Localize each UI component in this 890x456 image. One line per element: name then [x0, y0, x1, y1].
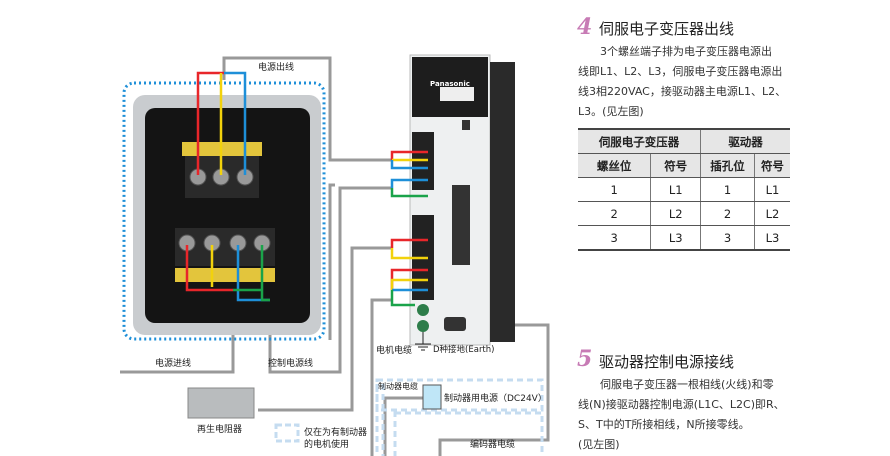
section5-paragraph: 伺服电子变压器一根相线(火线)和零 线(N)接驱动器控制电源(L1C、L2C)即…	[578, 375, 793, 455]
cell: L1	[650, 177, 701, 202]
text-line: 线3相220VAC，接驱动器主电源L1、L2、	[578, 85, 787, 98]
text-line: (见左图)	[578, 438, 620, 451]
cell: 3	[578, 225, 651, 251]
ground-icon	[415, 332, 431, 351]
transformer-dotted-box	[122, 81, 326, 341]
label-motor-cable: 电机电缆	[376, 346, 413, 356]
text-line: 线即L1、L2、L3，伺服电子变压器电源出	[578, 65, 783, 78]
label-regen-resistor: 再生电阻器	[197, 425, 243, 435]
text-line: L3。(见左图)	[578, 105, 644, 118]
column-header: 插孔位	[700, 153, 755, 178]
encoder-cable	[438, 323, 550, 456]
label-brake-cable: 制动器电缆	[378, 382, 418, 391]
regen-cable	[258, 246, 392, 412]
cell: 2	[700, 201, 755, 226]
cell: L1	[753, 177, 790, 202]
section4-number: 4	[577, 14, 593, 40]
section5-title: 驱动器控制电源接线	[599, 353, 735, 371]
column-header: 符号	[753, 153, 790, 178]
cell: 1	[700, 177, 755, 202]
cell: 1	[578, 177, 651, 202]
cable-to-xa2	[328, 183, 335, 340]
label-note-line1: 仅在为有制动器	[304, 428, 368, 438]
cell: 3	[700, 225, 755, 251]
cell: L2	[753, 201, 790, 226]
text-line: 伺服电子变压器一根相线(火线)和零	[600, 378, 774, 391]
label-control-power-line: 控制电源线	[268, 359, 314, 369]
brake-cable	[383, 396, 423, 456]
control-power-cable	[268, 186, 392, 374]
cell: L2	[650, 201, 701, 226]
section4-title: 伺服电子变压器出线	[599, 20, 735, 38]
regen-resistor	[187, 387, 255, 419]
note-legend-box	[274, 423, 300, 443]
label-note-line2: 的电机使用	[304, 440, 350, 450]
section4-paragraph: 3个螺丝端子排为电子变压器电源出 线即L1、L2、L3，伺服电子变压器电源出 线…	[578, 42, 793, 122]
servo-driver: Panasonic	[409, 54, 515, 346]
cables	[120, 56, 550, 456]
motor-cable	[370, 298, 392, 456]
text-line: 线(N)接驱动器控制电源(L1C、L2C)即R、	[578, 398, 785, 411]
label-power-out: 电源出线	[258, 63, 295, 73]
power-out-cable	[222, 56, 392, 162]
brake-power-box	[422, 384, 442, 410]
label-power-in: 电源进线	[155, 359, 192, 369]
text-line: 3个螺丝端子排为电子变压器电源出	[600, 45, 772, 58]
column-header: 螺丝位	[578, 153, 651, 178]
label-earth: D种接地(Earth)	[433, 345, 495, 355]
power-in-cable	[120, 330, 235, 374]
group-header: 驱动器	[700, 128, 790, 154]
svg-text:Panasonic: Panasonic	[430, 80, 470, 88]
cell: L3	[753, 225, 790, 251]
section5-number: 5	[577, 346, 593, 372]
cell: 2	[578, 201, 651, 226]
text-line: S、T中的T所接相线，N所接零线。	[578, 418, 750, 431]
label-encoder-cable: 编码器电缆	[470, 440, 516, 450]
cell: L3	[650, 225, 701, 251]
group-header: 伺服电子变压器	[578, 128, 701, 154]
label-brake-power: 制动器用电源（DC24V）	[444, 394, 547, 404]
column-header: 符号	[650, 153, 701, 178]
